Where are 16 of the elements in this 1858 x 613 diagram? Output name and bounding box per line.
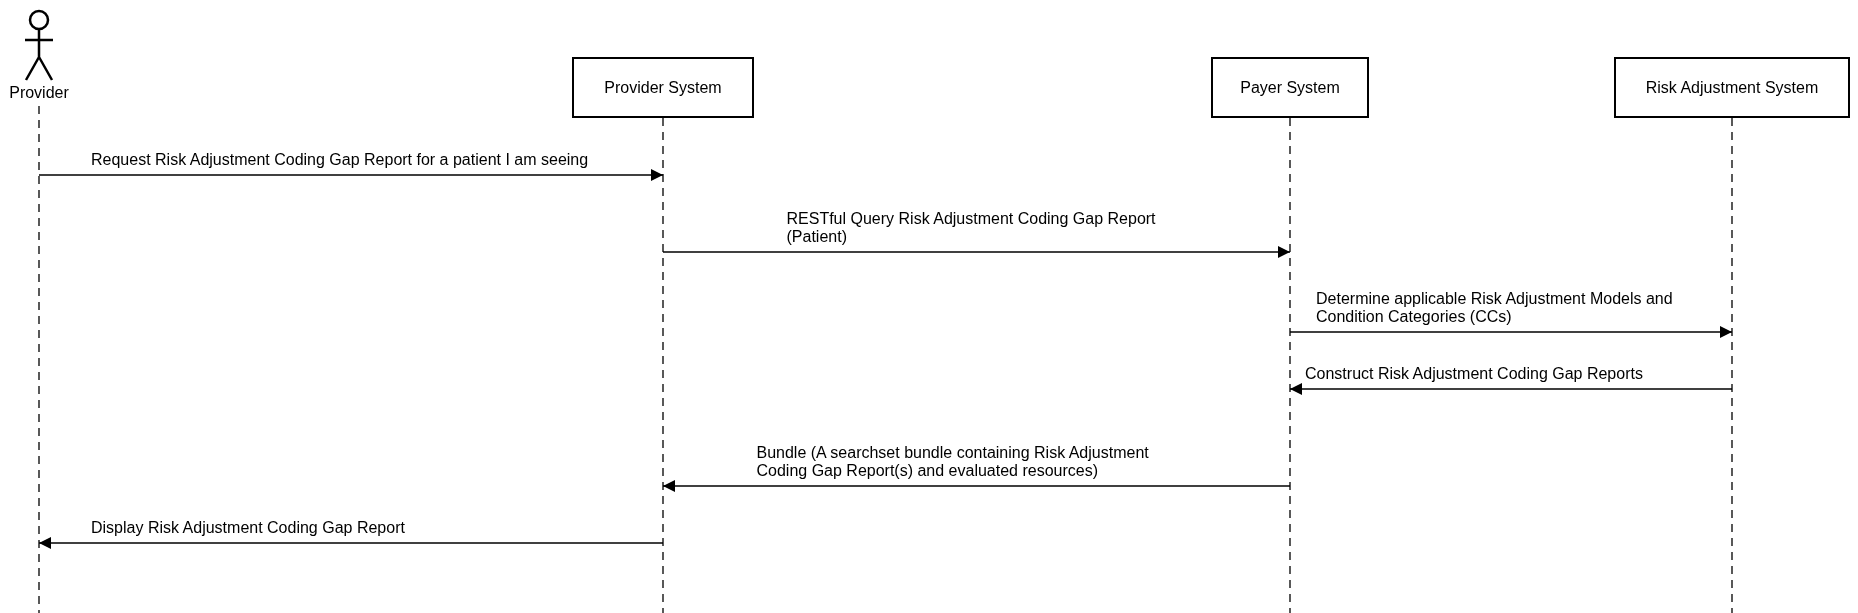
message-label: RESTful Query Risk Adjustment Coding Gap Report (Patient) xyxy=(786,210,1157,246)
actor-label: Provider xyxy=(8,84,70,102)
message-arrow xyxy=(38,169,664,181)
message-arrow xyxy=(662,480,1291,492)
message-label: Request Risk Adjustment Coding Gap Report for a patient I am seeing xyxy=(91,151,590,169)
message-label: Determine applicable Risk Adjustment Models and Condition Categories (CCs) xyxy=(1316,290,1674,326)
message-arrow xyxy=(1289,326,1733,338)
message-arrow xyxy=(1289,383,1733,395)
participant-box: Risk Adjustment System xyxy=(1614,57,1850,118)
message-label: Display Risk Adjustment Coding Gap Report xyxy=(91,519,406,537)
participant-box: Payer System xyxy=(1211,57,1369,118)
message-label: Bundle (A searchset bundle containing Risk Adjustment Coding Gap Report(s) and evaluated resources) xyxy=(756,444,1150,480)
message-arrow xyxy=(38,537,664,549)
participant-box: Provider System xyxy=(572,57,754,118)
message-label: Construct Risk Adjustment Coding Gap Reports xyxy=(1305,365,1644,383)
message-arrow xyxy=(662,246,1291,258)
